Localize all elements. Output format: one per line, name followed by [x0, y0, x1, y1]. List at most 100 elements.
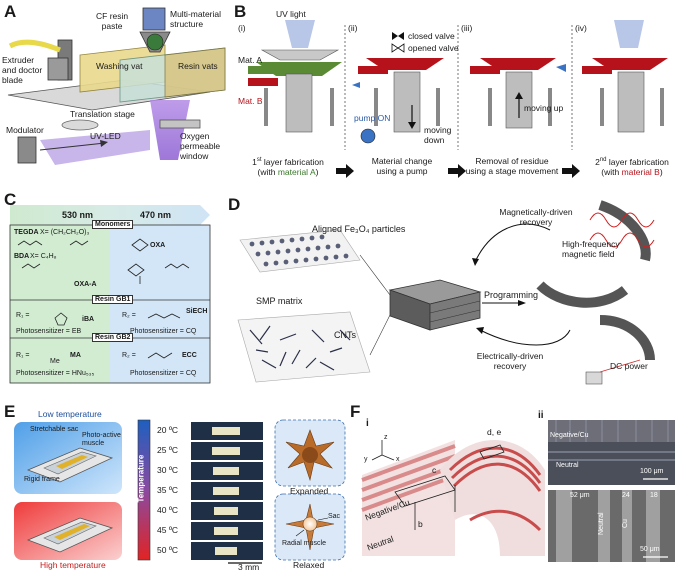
caption-step-1: 1st layer fabrication (with material A) [252, 156, 324, 177]
r1-label: R₁ = [16, 312, 30, 319]
resin-gb1-box: Resin GB1 [92, 295, 134, 304]
scale-100um: 100 μm [640, 468, 664, 475]
panel-c-art [9, 205, 211, 384]
label-de: d, e [487, 427, 502, 437]
step-ii: (ii) [348, 23, 358, 33]
caption-step-2: Material change using a pump [371, 156, 433, 176]
pump-on-label: pump ON [354, 113, 391, 123]
panel-d-art [237, 200, 655, 385]
label-c: c [432, 465, 437, 475]
magnetic-recovery-label: Magnetically-driven recovery [499, 207, 573, 227]
axis-x: x [396, 456, 400, 463]
uv-led-label: UV-LED [90, 131, 121, 141]
panel-a-art [7, 7, 226, 165]
step-iv: (iv) [575, 23, 587, 33]
tegda-x: X= (CH₂CH₂O)₃ [40, 229, 90, 236]
cu-label: Cu [622, 519, 629, 528]
iba-label: iBA [82, 316, 95, 323]
panel-c-label: C [4, 190, 17, 209]
resin-gb2-box: Resin GB2 [92, 333, 134, 342]
temperature-axis-label: Temperature [136, 454, 146, 503]
high-temp-label: High temperature [40, 560, 106, 570]
siech-label: SiECH [186, 308, 208, 315]
panel-d-label: D [228, 195, 241, 214]
neutral-label-3: Neutral [598, 512, 605, 535]
cf-resin-label: CF resin paste [96, 11, 129, 31]
panel-a-label: A [4, 2, 17, 21]
ps-cq1: Photosensitizer = CQ [130, 328, 197, 335]
dc-power-label: DC power [610, 361, 648, 371]
extruder-label: Extruder and doctor blade [2, 55, 43, 85]
temp-25: 25 ºC [157, 445, 179, 455]
bda-x: X= C₄H₈ [30, 253, 57, 260]
tegda-label: TEGDA [14, 229, 39, 236]
temp-45: 45 ºC [157, 525, 179, 535]
caption-step-4: 2nd layer fabrication (with material B) [595, 156, 669, 177]
sub-i-label: i [366, 418, 369, 429]
measure-52: 52 μm [570, 492, 590, 499]
washing-vat-label: Washing vat [96, 61, 143, 71]
uv-light-label: UV light [276, 9, 306, 19]
radial-muscle-label: Radial muscle [282, 540, 326, 547]
opened-valve-label: opened valve [408, 43, 459, 53]
electric-recovery-label: Electrically-driven recovery [476, 351, 544, 371]
hf-field-label: High-frequency magnetic field [562, 239, 620, 259]
panel-e-art [14, 419, 346, 564]
neutral-label-2: Neutral [556, 462, 579, 469]
neg-cu-label-2: Negative/Cu [550, 432, 589, 439]
nm530-label: 530 nm [62, 210, 94, 220]
panel-b-label: B [234, 2, 247, 21]
me-label: Me [50, 358, 60, 365]
axis-y: y [364, 456, 368, 463]
multi-material-label: Multi-material structure [170, 9, 222, 29]
relaxed-label: Relaxed [293, 560, 325, 570]
monomers-box: Monomers [92, 220, 134, 229]
translation-stage-label: Translation stage [70, 109, 135, 119]
ecc-label: ECC [182, 352, 197, 359]
axis-z: z [384, 434, 388, 441]
caption-step-3: Removal of residue using a stage movemen… [465, 156, 559, 176]
moving-down-label: moving down [424, 125, 452, 145]
temp-50: 50 ºC [157, 545, 179, 555]
panel-f-label: F [350, 402, 361, 421]
smp-matrix-label: SMP matrix [256, 296, 303, 306]
r2-label-2: R₂ = [122, 352, 136, 359]
cnts-label: CNTs [334, 330, 356, 340]
closed-valve-label: closed valve [408, 31, 455, 41]
oxa-a-label: OXA-A [74, 281, 97, 288]
aligned-particles-label: Aligned Fe₃O₄ particles [312, 224, 406, 234]
ps-eb: Photosensitizer = EB [16, 328, 82, 335]
ps-hnu: Photosensitizer = HNu₅₃₅ [16, 370, 95, 377]
step-i: (i) [238, 23, 246, 33]
temp-40: 40 ºC [157, 505, 179, 515]
temp-20: 20 ºC [157, 425, 179, 435]
photo-active-label: Photo-active muscle [82, 432, 121, 448]
mat-a-label: Mat. A [238, 55, 263, 65]
temp-35: 35 ºC [157, 485, 179, 495]
sub-ii-label: ii [538, 410, 544, 421]
rigid-frame-label: Rigid frame [24, 476, 60, 483]
panel-f-art [361, 420, 675, 562]
programming-label: Programming [484, 290, 539, 300]
expanded-label: Expanded [290, 486, 329, 496]
mat-b-label: Mat. B [238, 96, 263, 106]
ma-label: MA [70, 352, 81, 359]
panel-b-art [248, 20, 668, 178]
measure-24: 24 [622, 492, 630, 499]
measure-18: 18 [650, 492, 658, 499]
label-b: b [418, 519, 423, 529]
step-iii: (iii) [461, 23, 473, 33]
resin-vats-label: Resin vats [178, 61, 218, 71]
sac-label: Sac [328, 513, 341, 520]
stretchable-sac-label: Stretchable sac [30, 426, 79, 433]
scale-3mm: 3 mm [238, 562, 260, 572]
temp-30: 30 ºC [157, 465, 179, 475]
panel-e-label: E [4, 402, 16, 421]
modulator-label: Modulator [6, 125, 44, 135]
r2-label: R₂ = [122, 312, 136, 319]
bda-label: BDA [14, 253, 30, 260]
low-temp-label: Low temperature [38, 409, 102, 419]
oxygen-window-label: Oxygen permeable window [180, 131, 221, 161]
oxa-label: OXA [150, 242, 166, 249]
